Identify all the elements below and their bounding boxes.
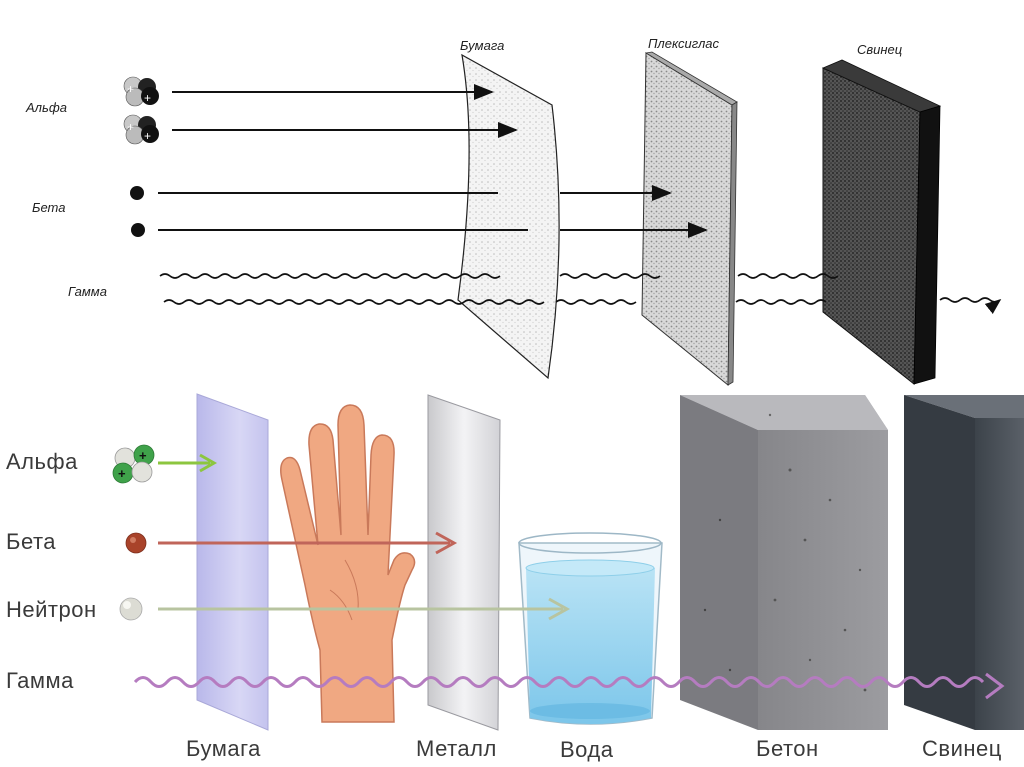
- top-gamma-wave: [163, 299, 545, 305]
- top-plexiglass-plate: [641, 51, 738, 387]
- top-alpha-particle: + +: [123, 114, 159, 145]
- neutron-highlight: [123, 601, 131, 609]
- top-gamma-wave: [939, 297, 1002, 314]
- bottom-beta-label: Бета: [6, 529, 57, 554]
- bottom-concrete-block: [680, 395, 888, 730]
- bottom-beta-arrow: [158, 531, 458, 555]
- top-plexiglass-label: Плексиглас: [648, 36, 720, 51]
- top-gamma-wave: [735, 299, 827, 305]
- top-gamma-wave: [737, 273, 839, 279]
- svg-text:+: +: [144, 91, 151, 105]
- bottom-paper-label: Бумага: [186, 736, 261, 761]
- bottom-gamma-wave: [133, 676, 985, 688]
- svg-text:+: +: [118, 466, 126, 481]
- bottom-concrete-label: Бетон: [756, 736, 819, 761]
- svg-text:+: +: [139, 448, 147, 463]
- hand-illustration: [280, 404, 416, 723]
- top-paper-sheet: [457, 53, 560, 380]
- bottom-beta-particle: [125, 532, 147, 554]
- top-beta-particle: [131, 223, 145, 237]
- top-gamma-label: Гамма: [68, 284, 107, 299]
- bottom-paper-sheet: [196, 393, 269, 731]
- svg-text:+: +: [144, 129, 151, 143]
- top-gamma-wave: [559, 273, 661, 279]
- bottom-alpha-particle: + +: [112, 444, 155, 484]
- bottom-water-label: Вода: [560, 737, 614, 762]
- top-paper-label: Бумага: [460, 38, 505, 53]
- top-beta-label: Бета: [32, 200, 66, 215]
- bottom-alpha-arrow: [158, 453, 218, 473]
- top-beta-particle: [130, 186, 144, 200]
- bottom-neutron-label: Нейтрон: [6, 597, 97, 622]
- svg-text:+: +: [127, 120, 134, 134]
- bottom-lead-block: [904, 395, 1024, 730]
- bottom-metal-label: Металл: [416, 736, 497, 761]
- top-lead-block: [822, 59, 942, 386]
- top-lead-label: Свинец: [857, 42, 903, 57]
- top-gamma-wave: [555, 299, 637, 305]
- bottom-neutron-arrow: [158, 597, 571, 621]
- bottom-neutron-particle: [119, 597, 143, 621]
- beta-highlight: [130, 537, 136, 543]
- bottom-alpha-label: Альфа: [6, 449, 78, 474]
- svg-text:+: +: [127, 82, 134, 96]
- top-alpha-label: Альфа: [26, 100, 67, 115]
- bottom-metal-plate: [427, 394, 501, 731]
- bottom-gamma-arrowhead: [985, 672, 1005, 700]
- top-gamma-wave: [159, 273, 501, 279]
- top-alpha-particle: + +: [123, 76, 159, 107]
- bottom-gamma-label: Гамма: [6, 668, 74, 693]
- bottom-lead-label: Свинец: [922, 736, 1002, 761]
- water-glass: [518, 532, 663, 725]
